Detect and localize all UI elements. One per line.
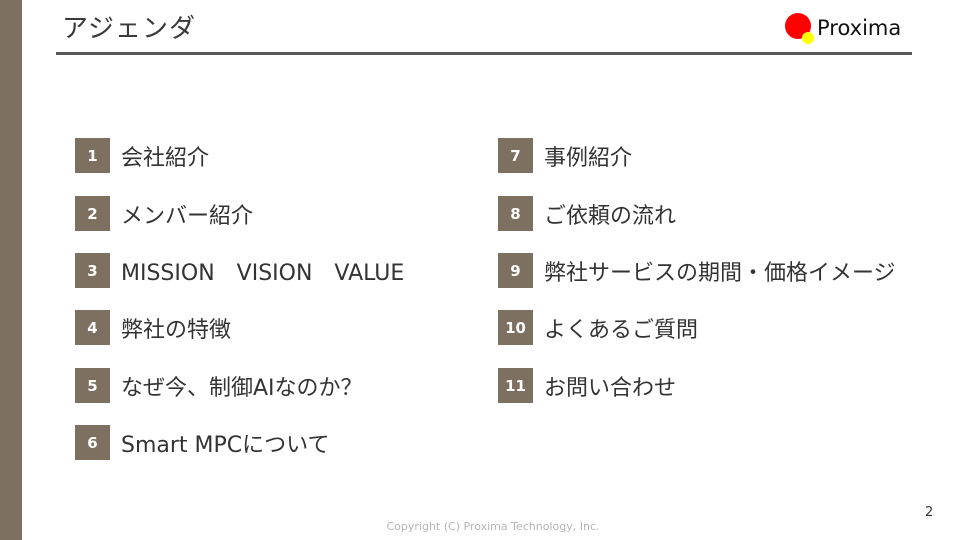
agenda-number-badge: 11 [498,368,533,403]
agenda-item: 8 ご依頼の流れ [498,196,676,231]
agenda-item: 11 お問い合わせ [498,368,676,403]
page-title: アジェンダ [62,14,196,44]
agenda-item-label: 弊社の特徴 [121,317,232,343]
agenda-number-badge: 9 [498,253,533,288]
agenda-number-badge: 4 [75,310,110,345]
agenda-number-badge: 5 [75,368,110,403]
agenda-item-label: 会社紹介 [121,145,210,171]
logo-text: Proxima [817,16,902,40]
agenda-item: 7 事例紹介 [498,138,632,173]
agenda-item-label: MISSION VISION VALUE [121,260,405,286]
sidebar-accent-bar [0,0,22,540]
agenda-item-label: 事例紹介 [544,145,633,171]
copyright: Copyright (C) Proxima Technology, Inc. [386,520,600,533]
agenda-item: 1 会社紹介 [75,138,209,173]
agenda-item: 5 なぜ今、制御AIなのか？ [75,368,363,403]
logo-yellow-circle-icon [802,32,814,44]
agenda-item: 3 MISSION VISION VALUE [75,253,404,288]
agenda-item: 9 弊社サービスの期間・価格イメージ [498,253,896,288]
agenda-item-label: メンバー紹介 [121,203,254,229]
agenda-item-label: よくあるご質問 [544,317,699,343]
agenda-item: 4 弊社の特徴 [75,310,231,345]
agenda-item-label: ご依頼の流れ [544,203,677,229]
agenda-item: 10 よくあるご質問 [498,310,698,345]
agenda-number-badge: 2 [75,196,110,231]
title-divider [56,52,912,55]
agenda-number-badge: 6 [75,425,110,460]
agenda-number-badge: 1 [75,138,110,173]
agenda-item: 6 Smart MPCについて [75,425,330,460]
agenda-item-label: お問い合わせ [544,375,677,401]
agenda-item-label: Smart MPCについて [121,432,330,458]
agenda-number-badge: 10 [498,310,533,345]
proxima-logo: Proxima [785,13,915,47]
agenda-number-badge: 8 [498,196,533,231]
page-number: 2 [925,505,934,520]
agenda-number-badge: 3 [75,253,110,288]
agenda-item-label: なぜ今、制御AIなのか？ [121,375,363,401]
agenda-number-badge: 7 [498,138,533,173]
agenda-item-label: 弊社サービスの期間・価格イメージ [544,260,896,286]
agenda-item: 2 メンバー紹介 [75,196,253,231]
